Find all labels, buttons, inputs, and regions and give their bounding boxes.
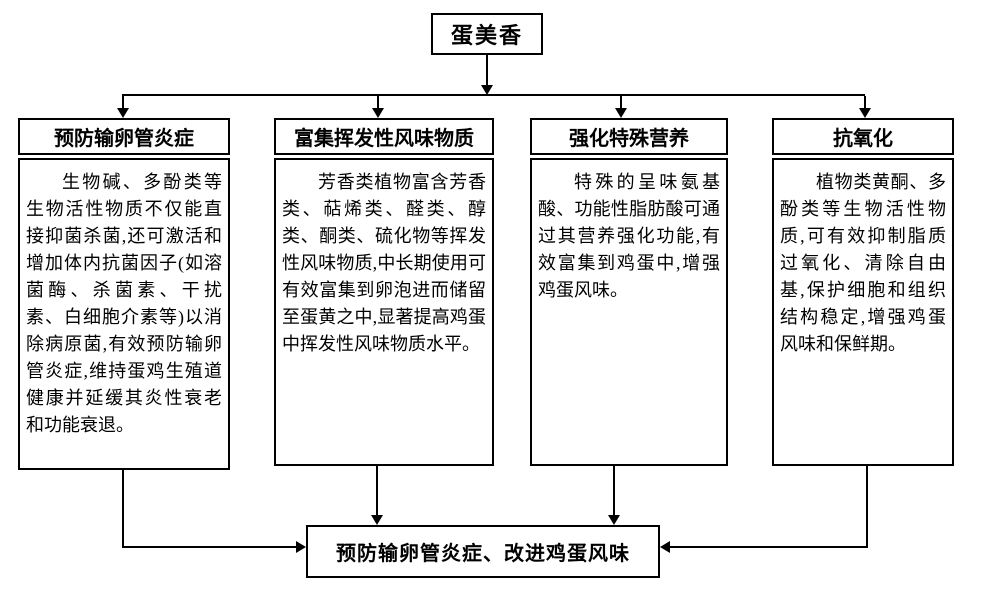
arrowhead-col3-down-icon — [608, 515, 620, 525]
connector-col4-hshaft — [670, 546, 868, 548]
connector-col2-shaft — [376, 466, 378, 516]
connector-col3-shaft — [613, 466, 615, 516]
column-2-text: 芳香类植物富含芳香类、萜烯类、醛类、醇类、酮类、硫化物等挥发性风味物质,中长期使… — [282, 172, 486, 354]
column-4-title: 抗氧化 — [833, 128, 893, 150]
branch-shaft-4 — [864, 96, 866, 109]
branch-shaft-1 — [122, 96, 124, 109]
connector-col4-vshaft — [866, 466, 868, 548]
column-4-text: 植物类黄酮、多酚类等生物活性物质,可有效抑制脂质过氧化、清除自由基,保护细胞和组… — [780, 172, 946, 354]
arrowhead-branch-1-icon — [117, 108, 129, 118]
outcome-label: 预防输卵管炎症、改进鸡蛋风味 — [336, 543, 630, 565]
column-4-body: 植物类黄酮、多酚类等生物活性物质,可有效抑制脂质过氧化、清除自由基,保护细胞和组… — [772, 158, 954, 466]
arrowhead-branch-3-icon — [615, 108, 627, 118]
column-2-body: 芳香类植物富含芳香类、萜烯类、醛类、醇类、酮类、硫化物等挥发性风味物质,中长期使… — [274, 158, 494, 466]
arrowhead-col2-down-icon — [371, 515, 383, 525]
root-label: 蛋美香 — [450, 23, 523, 48]
column-1-title: 预防输卵管炎症 — [54, 128, 194, 150]
connector-root-shaft — [486, 55, 488, 86]
column-3-header: 强化特殊营养 — [530, 118, 728, 155]
column-3-body: 特殊的呈味氨基酸、功能性脂肪酸可通过其营养强化功能,有效富集到鸡蛋中,增强鸡蛋风… — [530, 158, 728, 466]
column-3-title: 强化特殊营养 — [569, 128, 689, 150]
column-2-title: 富集挥发性风味物质 — [294, 128, 474, 150]
arrowhead-branch-4-icon — [859, 108, 871, 118]
arrowhead-branch-2-icon — [372, 108, 384, 118]
distribution-line — [122, 94, 865, 96]
column-1-header: 预防输卵管炎症 — [18, 118, 230, 155]
column-1-text: 生物碱、多酚类等生物活性物质不仅能直接抑菌杀菌,还可激活和增加体内抗菌因子(如溶… — [26, 172, 222, 435]
arrowhead-root-down-icon — [481, 85, 493, 95]
root-box: 蛋美香 — [431, 13, 543, 55]
branch-shaft-2 — [377, 96, 379, 109]
connector-col1-hshaft — [122, 546, 296, 548]
column-1-body: 生物碱、多酚类等生物活性物质不仅能直接抑菌杀菌,还可激活和增加体内抗菌因子(如溶… — [18, 158, 230, 470]
outcome-box: 预防输卵管炎症、改进鸡蛋风味 — [306, 525, 660, 578]
arrowhead-col4-left-icon — [660, 541, 670, 553]
column-2-header: 富集挥发性风味物质 — [274, 118, 494, 155]
arrowhead-col1-right-icon — [296, 541, 306, 553]
column-4-header: 抗氧化 — [772, 118, 954, 155]
connector-col1-vshaft — [122, 470, 124, 547]
column-3-text: 特殊的呈味氨基酸、功能性脂肪酸可通过其营养强化功能,有效富集到鸡蛋中,增强鸡蛋风… — [538, 172, 720, 300]
branch-shaft-3 — [620, 96, 622, 109]
